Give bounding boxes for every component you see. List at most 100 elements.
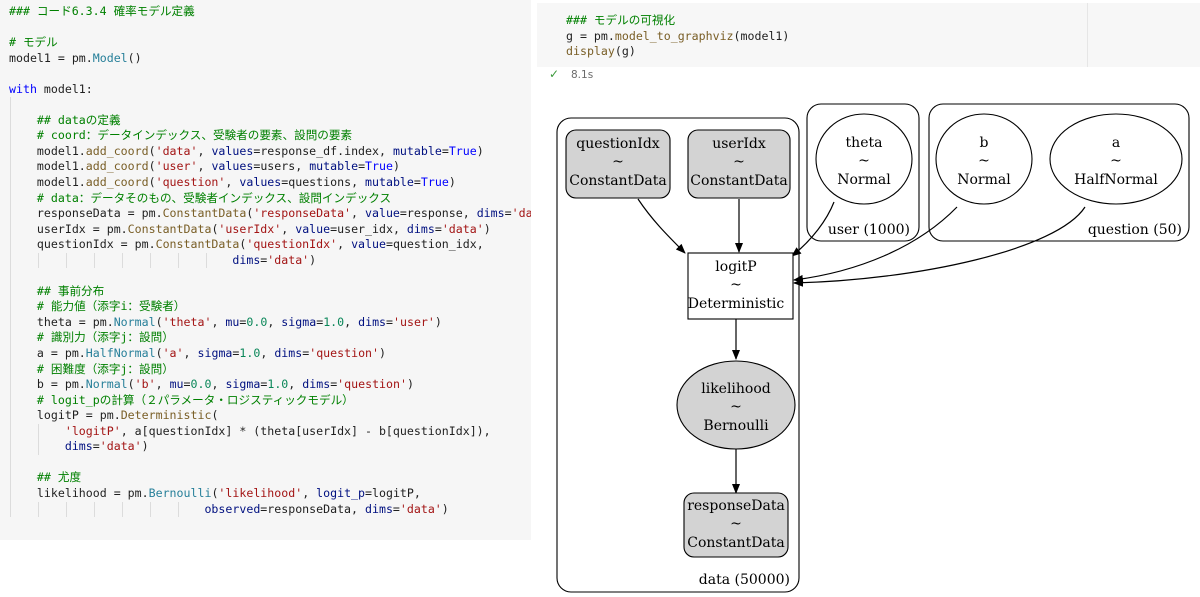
code-token: 'likelihood' <box>218 485 303 500</box>
code-token: = <box>232 346 240 361</box>
code-token: =users, <box>253 159 310 174</box>
indent-guide <box>10 330 11 347</box>
code-token: ## 尤度 <box>9 470 82 485</box>
code-token: =responseData, <box>260 501 365 516</box>
indent-guide <box>150 501 151 518</box>
code-token: =logitP, <box>365 485 421 500</box>
code-line: ## dataの定義 <box>9 112 531 129</box>
node-tilde: ~ <box>733 154 745 170</box>
indent-guide <box>10 112 11 129</box>
node-label: theta <box>846 135 883 151</box>
indent-guide <box>66 252 67 269</box>
code-token: , <box>183 346 198 361</box>
code-token: ) <box>309 252 317 267</box>
edge-b-logitP <box>793 206 958 283</box>
code-token: 'question' <box>155 175 226 190</box>
code-line <box>9 268 531 284</box>
node-distribution: Normal <box>957 172 1011 188</box>
code-token: # モデル <box>9 35 58 50</box>
code-token: mutable <box>309 159 359 174</box>
code-token: value <box>351 237 386 252</box>
code-line: g = pm.model_to_graphviz(model1) <box>566 29 789 45</box>
code-token: , <box>344 314 359 329</box>
code-line: with model1: <box>9 82 531 98</box>
code-token: userIdx = pm. <box>9 221 128 236</box>
execution-time: 8.1s <box>571 69 594 81</box>
node-tilde: ~ <box>730 399 742 415</box>
code-token: = <box>316 314 324 329</box>
code-line: ## 尤度 <box>9 470 531 486</box>
check-icon: ✓ <box>549 67 560 81</box>
code-line: userIdx = pm.ConstantData('userIdx', val… <box>9 221 531 238</box>
code-token: value <box>295 221 331 236</box>
code-token: Normal <box>85 377 128 392</box>
code-token: ) <box>476 143 484 158</box>
code-line: # モデル <box>9 35 531 51</box>
node-distribution: HalfNormal <box>1074 172 1158 188</box>
code-token: ( <box>148 159 156 174</box>
code-token: True <box>365 159 393 174</box>
indent-guide <box>122 501 123 518</box>
code-token: , <box>351 206 366 221</box>
node-tilde: ~ <box>730 516 742 532</box>
code-token: (model1) <box>733 28 790 43</box>
indent-guide <box>10 128 11 144</box>
model-graph: data (50000) user (1000) question (50) q… <box>556 103 1190 593</box>
code-token: , <box>288 377 303 392</box>
code-token: mutable <box>392 143 442 158</box>
code-token: mu <box>225 314 240 329</box>
code-token: = <box>239 314 247 329</box>
code-token: =question_idx, <box>385 237 484 252</box>
code-line: b = pm.Normal('b', mu=0.0, sigma=1.0, di… <box>9 377 531 393</box>
code-line: likelihood = pm.Bernoulli('likelihood', … <box>9 485 531 502</box>
indent-guide <box>10 299 11 315</box>
code-token: add_coord <box>85 143 149 158</box>
code-line: # 能力値（添字i：受験者） <box>9 299 531 315</box>
code-line <box>9 66 531 82</box>
code-token: 'a' <box>162 346 184 361</box>
code-token: dims <box>476 206 505 221</box>
code-token: Normal <box>113 314 156 329</box>
code-token: logitP = pm. <box>9 408 121 423</box>
code-token: responseData = pm. <box>9 206 163 221</box>
code-token: Bernoulli <box>148 485 212 500</box>
code-token: = <box>386 314 394 329</box>
code-line: model1.add_coord('question', values=ques… <box>9 175 531 191</box>
node-label: questionIdx <box>576 136 659 152</box>
code-token: ) <box>483 221 491 236</box>
code-token: , <box>267 314 282 329</box>
code-line: # 困難度（添字j：設問） <box>9 361 531 378</box>
code-token: 'userIdx' <box>218 221 282 236</box>
node-label: a <box>1112 135 1120 151</box>
code-token: ) <box>434 314 442 329</box>
code-line: # coord：データインデックス、受験者の要素、設問の要素 <box>9 128 531 144</box>
code-line: observed=responseData, dims='data') <box>9 501 531 518</box>
code-token: ( <box>155 314 163 329</box>
node-label: userIdx <box>712 136 766 152</box>
code-token: = <box>183 377 191 392</box>
code-token: Deterministic <box>120 408 212 423</box>
code-token: , <box>197 159 212 174</box>
code-token: , <box>225 175 240 190</box>
code-token: dims <box>358 314 387 329</box>
code-token: dims <box>406 221 435 236</box>
code-token: model1. <box>9 175 86 190</box>
code-token: # 能力値（添字i：受験者） <box>9 299 186 314</box>
code-token: dims <box>64 439 93 454</box>
code-token: 'theta' <box>162 314 212 329</box>
node-tilde: ~ <box>978 153 990 169</box>
code-token: sigma <box>225 377 261 392</box>
node-tilde: ~ <box>612 154 624 170</box>
code-token: 'data' <box>399 501 442 516</box>
code-line: model1.add_coord('data', values=response… <box>9 143 531 160</box>
edge-a-logitP <box>793 206 1086 287</box>
code-line: 'logitP', a[questionIdx] * (theta[userId… <box>9 423 531 440</box>
code-line: display(g) <box>566 44 789 60</box>
node-tilde: ~ <box>730 277 742 293</box>
code-token: = <box>392 501 400 516</box>
code-token: model_to_graphviz <box>614 28 734 43</box>
